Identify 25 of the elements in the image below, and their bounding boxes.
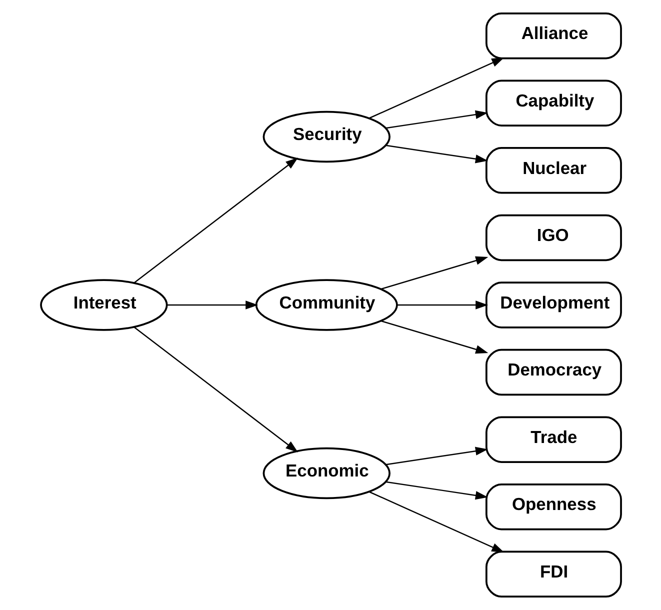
arrow (385, 481, 488, 500)
arrow (396, 300, 488, 310)
arrow (133, 326, 298, 452)
arrow (133, 158, 298, 284)
node-ellipse: Interest (40, 279, 168, 331)
node-box: Development (485, 282, 622, 328)
arrow (166, 300, 258, 310)
node-box: IGO (485, 214, 622, 262)
node-box: Trade (485, 416, 622, 463)
arrow (385, 144, 488, 164)
node-box: FDI (485, 550, 622, 598)
node-box: Capabilty (485, 80, 622, 126)
node-box: Alliance (485, 12, 622, 60)
node-box: Nuclear (485, 147, 622, 194)
arrow (385, 110, 488, 129)
node-box: Openness (485, 484, 622, 530)
node-ellipse: Economic (262, 447, 390, 500)
node-ellipse: Security (262, 110, 390, 163)
node-box: Democracy (485, 348, 622, 396)
arrow (368, 58, 504, 119)
arrow (368, 491, 504, 552)
arrow (385, 446, 488, 466)
arrow (380, 256, 488, 290)
node-ellipse: Community (254, 279, 398, 331)
arrow (380, 320, 488, 354)
